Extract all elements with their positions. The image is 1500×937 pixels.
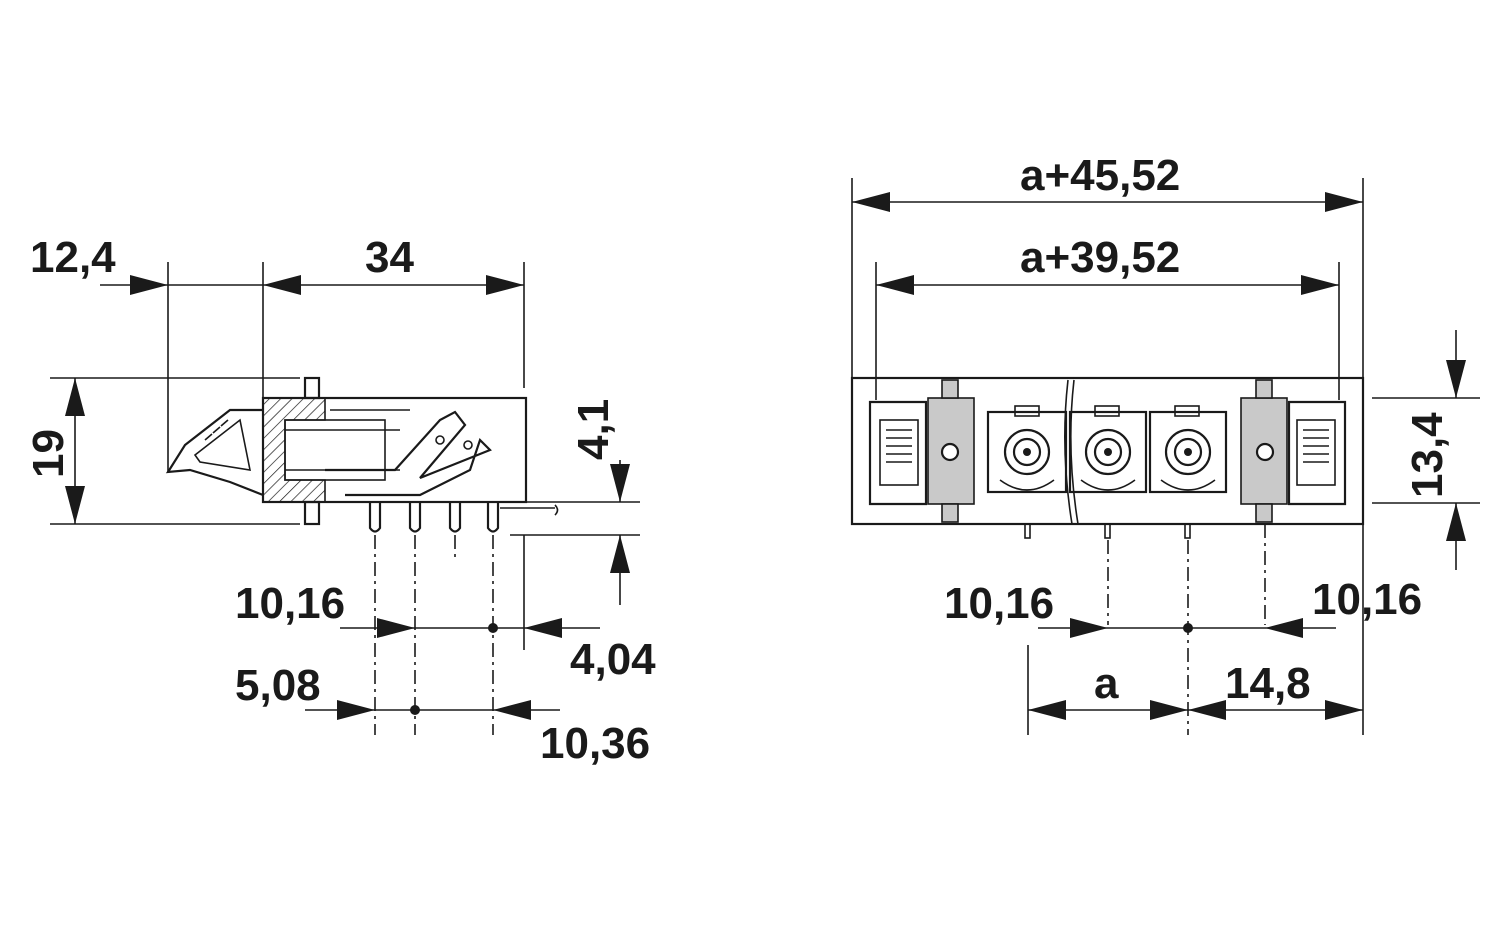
dim-line-row-1 [340,618,600,638]
dim-label-5-08: 5,08 [235,661,321,710]
front-view-extension-lines [851,178,1480,735]
dim-label-12-4: 12,4 [30,233,116,282]
dim-line-height-19 [65,378,85,524]
side-view: 12,4 34 19 4,1 10,16 4,04 [24,233,656,768]
dim-label-4-04: 4,04 [570,635,656,684]
dim-line-a-row [1028,700,1363,720]
dim-label-a-45-52: a+45,52 [1020,151,1180,200]
side-view-extension-lines [50,262,640,735]
front-view: a+45,52 a+39,52 13,4 10,16 10,16 [850,151,1480,735]
dim-label-14-8: 14,8 [1225,659,1311,708]
dim-label-10-16-left: 10,16 [944,579,1054,628]
dim-label-a-39-52: a+39,52 [1020,233,1180,282]
dim-label-10-36: 10,36 [540,719,650,768]
dim-line-pin-height [610,460,630,605]
dim-line-pitch-row [1038,618,1336,638]
dim-label-19: 19 [24,429,73,478]
dim-line-row-2 [305,700,560,720]
dim-line-height-13-4 [1446,330,1466,570]
dim-label-13-4: 13,4 [1403,412,1452,498]
dim-label-a: a [1094,659,1119,708]
front-view-body [850,376,1365,539]
dim-label-10-16-right: 10,16 [1312,575,1422,624]
dim-label-10-16-side: 10,16 [235,579,345,628]
dim-label-4-1: 4,1 [569,399,618,460]
dim-label-34: 34 [365,233,414,282]
dim-line-overall [852,192,1363,212]
dim-line-inner [876,275,1339,295]
side-view-body [165,376,559,533]
dim-line-top [100,275,524,295]
